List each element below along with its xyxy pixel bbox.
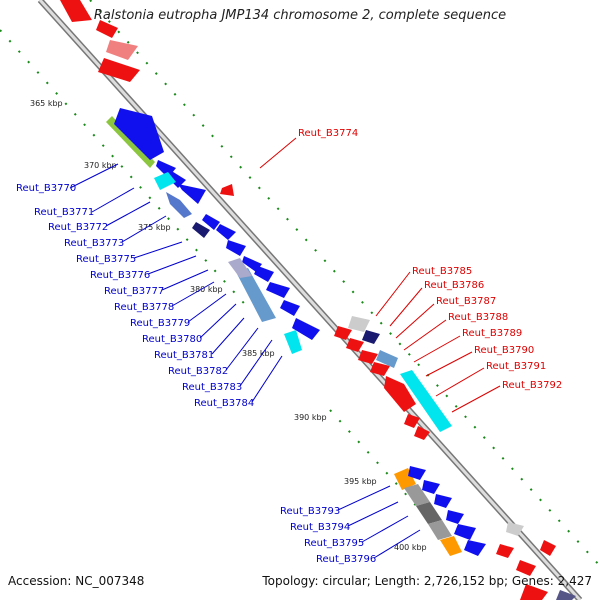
gene-label: Reut_B3793 — [280, 506, 340, 517]
gene-feature — [408, 466, 426, 480]
gene-label: Reut_B3784 — [194, 398, 254, 409]
gene-feature — [434, 494, 452, 508]
right-gene-labels: Reut_B3774 Reut_B3785 Reut_B3786 Reut_B3… — [259, 128, 562, 413]
scale-label: 400 kbp — [394, 543, 427, 552]
gene-label: Reut_B3787 — [436, 296, 496, 307]
gene-feature — [404, 414, 420, 428]
gene-feature — [178, 184, 206, 204]
gene-feature — [428, 520, 452, 540]
gene-label: Reut_B3778 — [114, 302, 174, 313]
gene-label: Reut_B3775 — [76, 254, 136, 265]
gene-feature — [266, 282, 290, 298]
gene-features-right — [60, 0, 576, 600]
gene-feature — [114, 108, 164, 160]
gene-feature — [400, 370, 452, 432]
gene-feature — [414, 426, 430, 440]
guide-dotted-lines — [0, 0, 600, 567]
gene-label: Reut_B3774 — [298, 128, 358, 139]
gene-feature — [202, 214, 220, 230]
gene-label: Reut_B3790 — [474, 345, 534, 356]
gene-feature — [106, 40, 138, 60]
gene-feature — [506, 522, 524, 536]
gene-features-left — [106, 108, 320, 354]
gene-label: Reut_B3776 — [90, 270, 150, 281]
gene-label: Reut_B3786 — [424, 280, 484, 291]
gene-feature — [422, 480, 440, 494]
gene-label: Reut_B3791 — [486, 361, 546, 372]
gene-feature — [556, 590, 576, 600]
gene-label: Reut_B3785 — [412, 266, 472, 277]
gene-label: Reut_B3794 — [290, 522, 350, 533]
gene-feature — [440, 536, 462, 556]
gene-label: Reut_B3782 — [168, 366, 228, 377]
gene-feature — [348, 316, 370, 332]
gene-label: Reut_B3795 — [304, 538, 364, 549]
gene-feature — [454, 524, 476, 540]
scale-label: 380 kbp — [190, 285, 223, 294]
gene-feature — [284, 330, 302, 354]
gene-feature — [226, 240, 246, 256]
gene-feature — [106, 116, 155, 168]
chromosome-backbone — [38, 0, 582, 600]
gene-feature — [60, 0, 92, 22]
gene-feature — [346, 338, 364, 352]
scale-label: 385 kbp — [242, 349, 275, 358]
gene-label: Reut_B3792 — [502, 380, 562, 391]
gene-feature — [446, 510, 464, 524]
gene-label: Reut_B3781 — [154, 350, 214, 361]
gene-feature — [376, 350, 398, 368]
scale-label: 365 kbp — [30, 99, 63, 108]
topology-label: Topology: circular; Length: 2,726,152 bp… — [262, 574, 592, 588]
gene-label: Reut_B3771 — [34, 207, 94, 218]
gene-label: Reut_B3788 — [448, 312, 508, 323]
gene-feature — [96, 20, 118, 38]
gene-label: Reut_B3777 — [104, 286, 164, 297]
gene-feature — [254, 266, 274, 282]
map-title: Ralstonia eutropha JMP134 chromosome 2, … — [93, 8, 507, 23]
gene-feature — [228, 258, 252, 278]
gene-label: Reut_B3770 — [16, 183, 76, 194]
scale-label: 390 kbp — [294, 413, 327, 422]
scale-label: 395 kbp — [344, 477, 377, 486]
gene-feature — [416, 502, 442, 524]
gene-label: Reut_B3779 — [130, 318, 190, 329]
gene-feature — [192, 222, 210, 238]
gene-feature — [464, 540, 486, 556]
gene-label: Reut_B3789 — [462, 328, 522, 339]
gene-feature — [516, 560, 536, 576]
gene-feature — [520, 584, 548, 600]
gene-feature — [280, 300, 300, 316]
gene-label: Reut_B3796 — [316, 554, 376, 565]
gene-features-lower — [394, 466, 486, 556]
left-gene-labels: Reut_B3770 Reut_B3771 Reut_B3772 Reut_B3… — [16, 163, 421, 565]
gene-feature — [362, 330, 380, 344]
gene-feature — [370, 362, 390, 376]
accession-label: Accession: NC_007348 — [8, 574, 145, 588]
gene-feature — [404, 484, 430, 506]
gene-feature — [154, 172, 176, 190]
gene-feature — [358, 350, 378, 364]
gene-feature — [384, 376, 416, 412]
scale-labels: 365 kbp 370 kbp 375 kbp 380 kbp 385 kbp … — [30, 99, 427, 552]
scale-label: 375 kbp — [138, 223, 171, 232]
gene-feature — [98, 58, 140, 82]
scale-label: 370 kbp — [84, 161, 117, 170]
gene-feature — [292, 318, 320, 340]
gene-label: Reut_B3783 — [182, 382, 242, 393]
gene-label: Reut_B3773 — [64, 238, 124, 249]
gene-feature — [166, 170, 186, 188]
gene-feature — [496, 544, 514, 558]
gene-feature — [166, 192, 192, 218]
gene-feature — [220, 184, 234, 196]
gene-feature — [236, 268, 276, 322]
gene-label: Reut_B3772 — [48, 222, 108, 233]
gene-label: Reut_B3780 — [142, 334, 202, 345]
gene-feature — [216, 224, 236, 240]
gene-feature — [334, 326, 352, 340]
gene-feature — [540, 540, 556, 556]
